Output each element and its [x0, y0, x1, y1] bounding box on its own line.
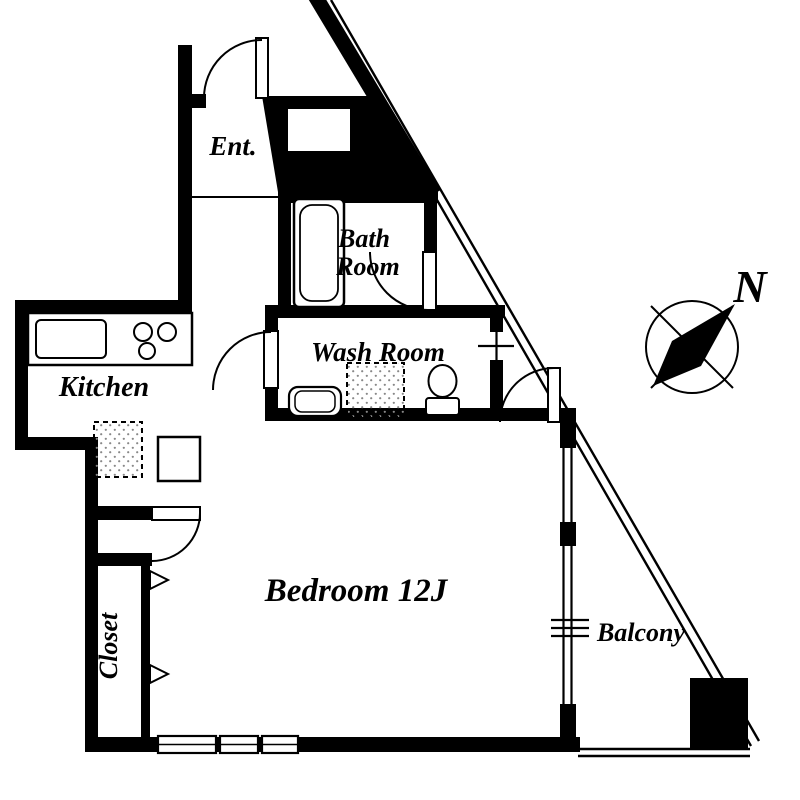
- washroom-door-arc: [212, 331, 272, 391]
- counter-return: [156, 435, 202, 483]
- shoe-cabinet: [286, 107, 352, 153]
- bathtub: [292, 197, 346, 309]
- balcony-label: Balcony: [596, 618, 686, 647]
- wall-segment: [424, 203, 437, 253]
- vanity-sink: [287, 385, 343, 418]
- washing-machine-space: [346, 362, 405, 418]
- windows: [156, 328, 589, 755]
- doors: [149, 37, 561, 685]
- wall-segment: [490, 305, 503, 332]
- washroom-door-leaf: [263, 330, 279, 389]
- bedroom-door-arc: [151, 512, 201, 562]
- entrance-door-arc: [203, 39, 263, 99]
- wall-closet-top: [85, 553, 152, 566]
- closet-label: Closet: [94, 612, 123, 679]
- bathroom-door-arc: [369, 251, 429, 311]
- refrigerator-space: [93, 421, 143, 478]
- wall-segment: [178, 45, 192, 310]
- compass-circle: [645, 300, 739, 394]
- wall-segment: [560, 704, 576, 752]
- bathroom-door-leaf: [422, 251, 437, 311]
- stove-burner: [157, 322, 177, 342]
- fixtures: [26, 197, 460, 483]
- kitchen-sink: [35, 319, 107, 359]
- bathtub-inner: [299, 204, 339, 302]
- service-door-leaf: [547, 367, 561, 423]
- wall-segment: [560, 408, 576, 448]
- wall-segment: [85, 437, 98, 752]
- toilet-tank: [425, 397, 460, 416]
- wall-closet-front: [141, 553, 150, 739]
- entrance-label: Ent.: [208, 131, 256, 161]
- kitchen-label: Kitchen: [58, 372, 149, 403]
- toilet-bowl: [427, 364, 458, 398]
- closet-folding-door-marker: [149, 569, 171, 591]
- wall-segment: [278, 190, 291, 318]
- closet-folding-door-marker: [149, 663, 171, 685]
- wall-segment: [490, 360, 503, 421]
- compass-north-indicator: N: [645, 261, 768, 394]
- wall-segment: [178, 94, 206, 108]
- wall-segment: [15, 437, 98, 450]
- entrance-door-leaf: [255, 37, 269, 99]
- washroom-label: Wash Room: [311, 337, 445, 367]
- north-label: N: [732, 261, 768, 312]
- bathroom-label-line1: Bath: [337, 224, 390, 253]
- building-corner-pillar: [690, 678, 748, 748]
- bedroom-door-leaf: [151, 506, 201, 521]
- vanity-sink-bowl: [294, 390, 336, 413]
- balcony-edge-line-outer: [320, 0, 753, 747]
- wall-segment: [15, 300, 28, 450]
- balcony-edge-line-inner: [329, 0, 761, 742]
- compass-needle: [653, 304, 735, 386]
- bedroom-label: Bedroom 12J: [264, 573, 449, 609]
- stove-burner: [133, 322, 153, 342]
- wall-segment: [265, 305, 278, 333]
- bathroom-label-line2: Room: [335, 252, 400, 281]
- stove-burner: [138, 342, 156, 360]
- service-door-arc: [499, 367, 555, 423]
- room-labels: Ent. Bath Room Wash Room Kitchen Bedroom…: [58, 131, 686, 679]
- wall-segment: [15, 300, 192, 313]
- wall-segment: [98, 506, 152, 520]
